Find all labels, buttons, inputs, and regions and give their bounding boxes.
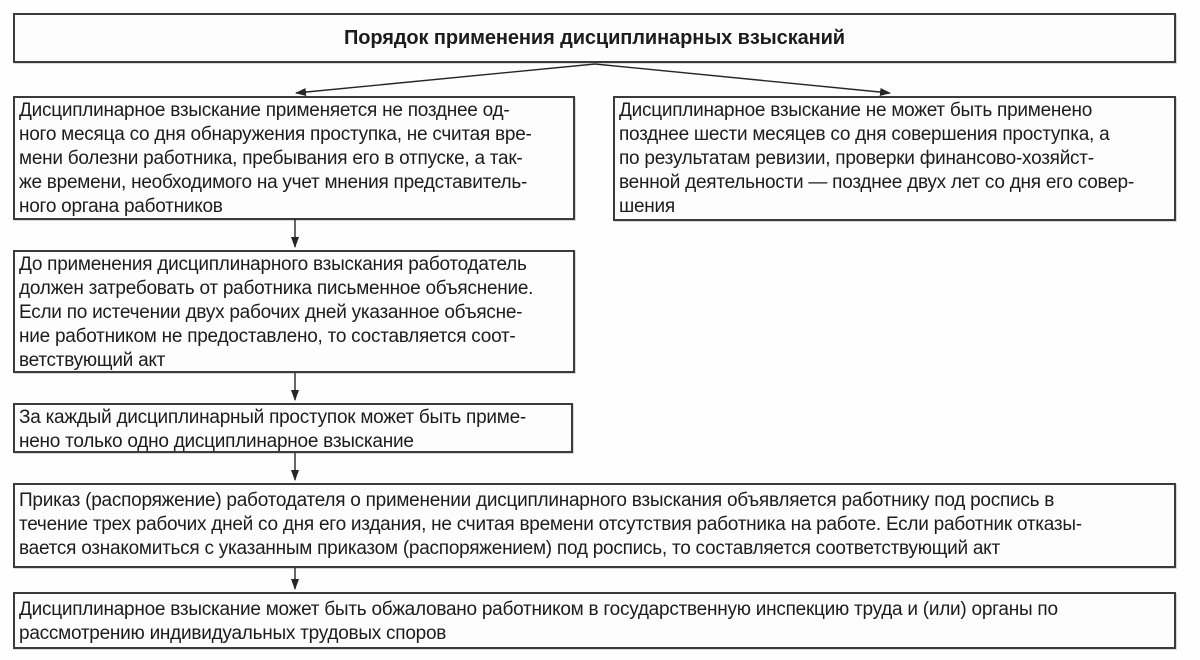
- title-box: Порядок применения дисциплинарных взыска…: [13, 13, 1176, 63]
- arrow-title-to-left: [295, 63, 596, 97]
- node-written-explanation: До применения дисциплинарного взыскания …: [13, 250, 575, 373]
- node-one-sanction-per-offense: За каждый дисциплинарный проступок может…: [13, 403, 573, 453]
- node-appeal: Дисциплинарное взыскание может быть обжа…: [13, 592, 1176, 649]
- node-deadline-one-month: Дисциплинарное взыскание применяется не …: [13, 96, 575, 220]
- arrow-title-to-right: [594, 63, 891, 97]
- node-order-announcement: Приказ (распоряжение) работодателя о при…: [13, 483, 1176, 568]
- node-deadline-six-months: Дисциплинарное взыскание не может быть п…: [613, 96, 1176, 221]
- diagram-title: Порядок применения дисциплинарных взыска…: [344, 27, 845, 49]
